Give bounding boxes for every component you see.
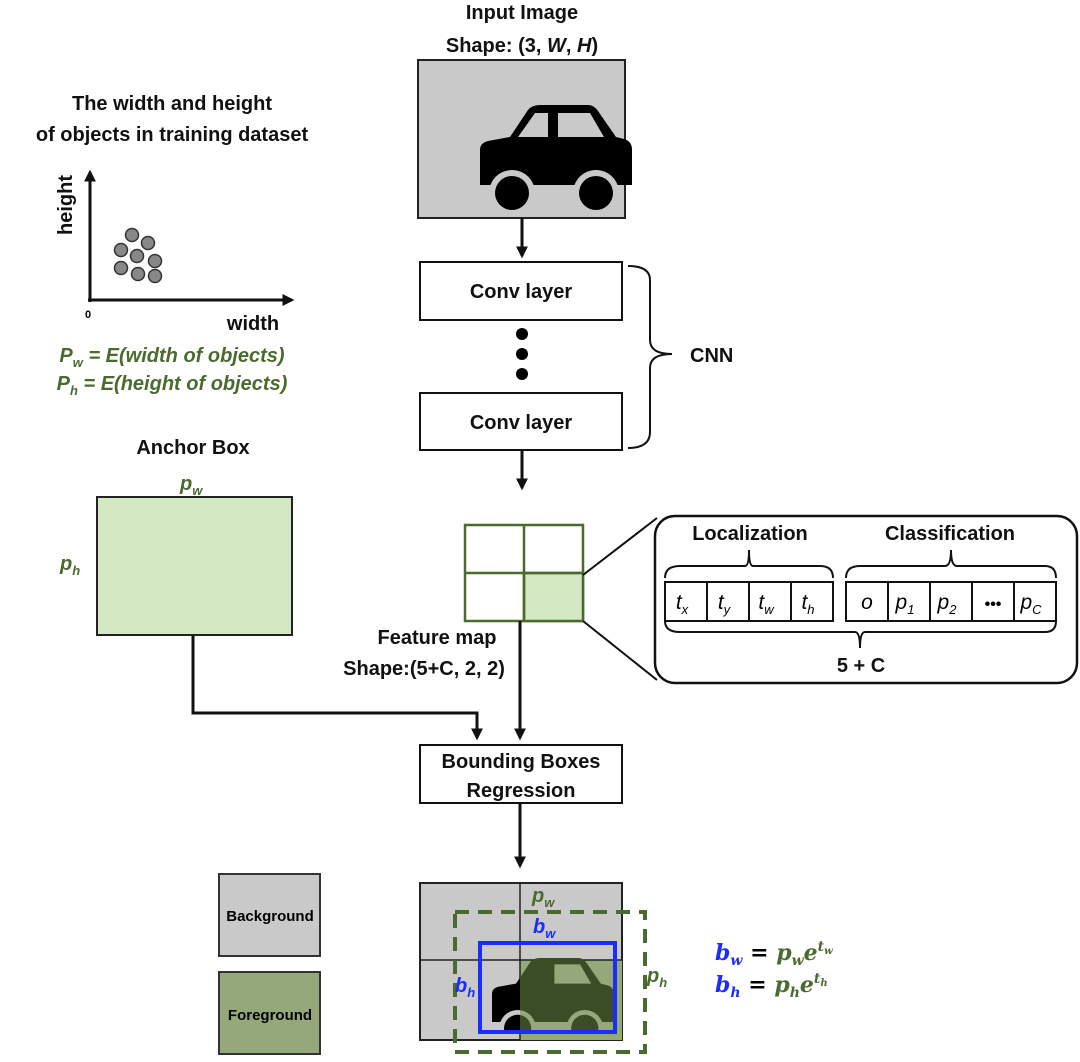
- origin-label: 0: [85, 309, 91, 321]
- svg-text:ty: ty: [718, 591, 732, 617]
- conv-layer-2-label: Conv layer: [470, 412, 572, 434]
- car-icon: [492, 958, 614, 1033]
- pw-formula: Pw = E(width of objects): [59, 345, 284, 370]
- feature-map-cell-highlighted: [522, 571, 585, 623]
- anchor-pw: pw: [179, 473, 203, 498]
- feature-map-label: Feature map: [378, 627, 497, 649]
- svg-text:p2: p2: [937, 591, 958, 617]
- output-bh: bh: [455, 975, 475, 1000]
- vector-cell: •••: [971, 581, 1015, 622]
- svg-text:pC: pC: [1019, 591, 1042, 617]
- vector-cell: p2: [929, 581, 973, 622]
- scatter-point: [147, 253, 163, 269]
- cnn-label: CNN: [690, 345, 733, 367]
- vector-cell: tx: [664, 581, 708, 622]
- svg-text:o: o: [861, 591, 873, 614]
- output-pw: pw: [531, 885, 555, 910]
- vector-cell: ty: [706, 581, 750, 622]
- scatter-title-1: The width and height: [72, 93, 272, 115]
- scatter-point: [140, 235, 156, 251]
- localization-label: Localization: [692, 523, 808, 545]
- svg-text:p1: p1: [895, 591, 915, 617]
- ellipsis-dot: [516, 368, 528, 380]
- conv-layer-1: [419, 261, 623, 321]
- anchor-box: [96, 496, 293, 636]
- vector-cell: p1: [887, 581, 931, 622]
- scatter-point: [124, 227, 140, 243]
- conv-layer-1-label: Conv layer: [470, 281, 572, 303]
- vector-cell: o: [845, 581, 889, 622]
- zoom-line-bottom: [582, 620, 658, 681]
- legend-foreground-swatch: [218, 971, 321, 1055]
- total-label: 5 + C: [837, 655, 885, 677]
- bbr-label-2: Regression: [467, 780, 576, 802]
- legend-foreground-label: Foreground: [228, 1007, 312, 1024]
- classification-brace: [845, 549, 1057, 579]
- car-icon: [480, 105, 632, 216]
- scatter-point: [130, 266, 146, 282]
- ellipsis-dot: [516, 328, 528, 340]
- x-axis-label: width: [226, 313, 279, 335]
- conv-layer-2: [419, 392, 623, 451]
- ellipsis-dot: [516, 348, 528, 360]
- bbr-label-1: Bounding Boxes: [442, 751, 601, 773]
- equation-bh: bh = pheth: [715, 971, 828, 1001]
- svg-text:•••: •••: [985, 596, 1002, 613]
- scatter-points: [113, 227, 163, 284]
- ph-formula: Ph = E(height of objects): [57, 373, 288, 398]
- feature-map-shape: Shape:(5+C, 2, 2): [343, 658, 505, 680]
- scatter-point: [147, 268, 163, 284]
- output-ph: ph: [646, 965, 667, 990]
- anchor-ph: ph: [59, 553, 80, 578]
- feature-map-grid: [463, 523, 585, 623]
- input-shape: Shape: (3, W, H): [446, 35, 598, 57]
- svg-text:tx: tx: [676, 591, 689, 617]
- vector-cell: th: [790, 581, 834, 622]
- zoom-line-top: [582, 517, 658, 576]
- arrow-anchor-bbr: [191, 635, 483, 741]
- total-brace: [664, 620, 1057, 649]
- anchor-box-dashed: [453, 910, 647, 1054]
- anchor-title: Anchor Box: [136, 437, 249, 459]
- vector-cell: pC: [1013, 581, 1057, 622]
- y-axis-label: height: [55, 175, 77, 235]
- scatter-point: [113, 242, 129, 258]
- cnn-brace: [627, 265, 673, 449]
- scatter-point: [129, 248, 145, 264]
- vector-cell: tw: [748, 581, 792, 622]
- legend-background-swatch: [218, 873, 321, 957]
- equation-bw: bw = pwetw: [715, 939, 833, 969]
- scatter-point: [113, 260, 129, 276]
- predicted-box: [478, 941, 617, 1034]
- localization-brace: [664, 549, 834, 579]
- svg-text:tw: tw: [758, 591, 775, 617]
- legend-background-label: Background: [226, 908, 314, 925]
- svg-text:th: th: [801, 591, 814, 617]
- bbr-box: [419, 744, 623, 804]
- scatter-title-2: of objects in training dataset: [36, 124, 309, 146]
- input-title: Input Image: [466, 2, 578, 24]
- classification-label: Classification: [885, 523, 1015, 545]
- output-bw: bw: [533, 916, 556, 941]
